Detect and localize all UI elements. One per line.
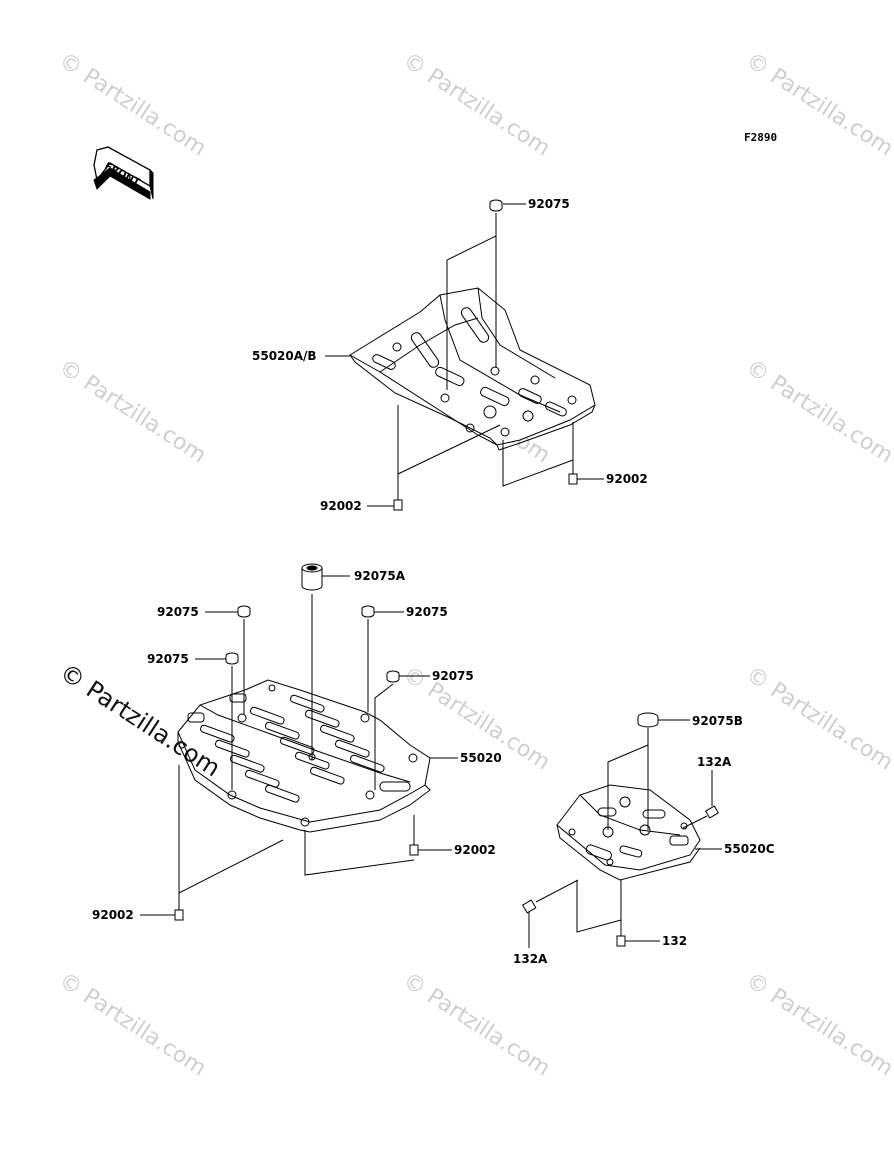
middle-skid-plate (177, 679, 431, 833)
hole-icon (568, 796, 688, 866)
label-mid-bolt-left: 92002 (92, 908, 134, 922)
top-bolt-left-icon (393, 495, 403, 511)
label-mid-collar: 92075A (354, 569, 406, 583)
slot-icon (372, 307, 567, 417)
label-right-grommet: 92075B (692, 714, 743, 728)
middle-grommet-d-icon (386, 670, 400, 683)
middle-bolt-left-icon (174, 909, 184, 921)
top-grommet-icon (489, 199, 503, 212)
label-top-bolt-left: 92002 (320, 499, 362, 513)
middle-bolt-right-icon (409, 844, 419, 856)
top-bolt-right-icon (568, 473, 578, 485)
figure-code: F2890 (744, 131, 778, 144)
hole-icon (392, 342, 577, 437)
hole-icon (178, 684, 418, 827)
right-bolt-top-icon (682, 805, 720, 829)
right-bolt-left-icon (521, 879, 579, 914)
right-bolt-bottom-icon (616, 935, 626, 947)
front-arrow-icon: FRONT (93, 146, 154, 200)
label-top-grommet: 92075 (528, 197, 570, 211)
label-mid-grommet-c: 92075 (147, 652, 189, 666)
label-mid-grommet-d: 92075 (432, 669, 474, 683)
label-mid-grommet-a: 92075 (157, 605, 199, 619)
right-skid-plate (556, 784, 701, 881)
label-right-plate: 55020C (724, 842, 775, 856)
label-top-plate: 55020A/B (252, 349, 317, 363)
middle-grommet-a-icon (237, 605, 251, 618)
label-right-bolt-left: 132A (513, 952, 548, 966)
middle-collar-icon (301, 563, 323, 591)
label-mid-bolt-right: 92002 (454, 843, 496, 857)
label-top-bolt-right: 92002 (606, 472, 648, 486)
middle-grommet-c-icon (225, 652, 239, 665)
label-mid-grommet-b: 92075 (406, 605, 448, 619)
slot-icon (585, 807, 689, 861)
middle-grommet-b-icon (361, 605, 375, 618)
label-right-bolt-bottom: 132 (662, 934, 688, 948)
right-grommet-icon (637, 712, 659, 728)
label-right-bolt-top: 132A (697, 755, 732, 769)
slot-icon (187, 693, 411, 803)
top-skid-plate (349, 287, 596, 451)
label-mid-plate: 55020 (460, 751, 502, 765)
